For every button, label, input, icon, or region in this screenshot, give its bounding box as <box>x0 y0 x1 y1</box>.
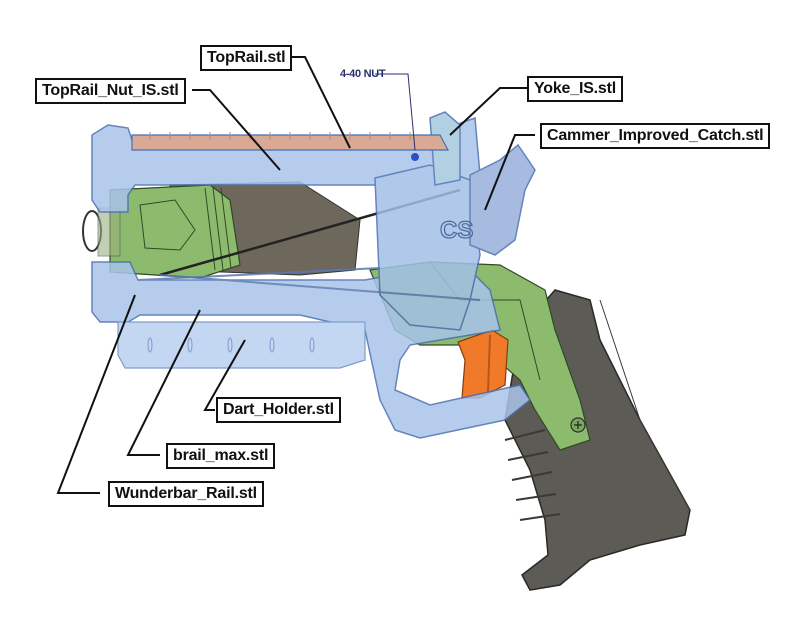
top-rail <box>131 134 449 151</box>
label-top-rail-nut: TopRail_Nut_IS.stl <box>35 78 186 104</box>
label-top-rail: TopRail.stl <box>200 45 293 71</box>
nut-marker <box>411 153 419 161</box>
label-wunderbar-rail: Wunderbar_Rail.stl <box>108 481 264 507</box>
trigger <box>457 329 509 399</box>
label-4-40-nut: 4-40 NUT <box>340 68 386 80</box>
rail-slots <box>149 132 411 140</box>
label-yoke: Yoke_IS.stl <box>527 76 623 102</box>
leader-lines <box>56 56 535 494</box>
cs-logo: CS <box>440 217 473 244</box>
label-dart-holder: Dart_Holder.stl <box>216 397 341 423</box>
label-brail-max: brail_max.stl <box>166 443 276 469</box>
label-cammer-catch: Cammer_Improved_Catch.stl <box>540 123 771 149</box>
cylinder <box>82 181 461 279</box>
